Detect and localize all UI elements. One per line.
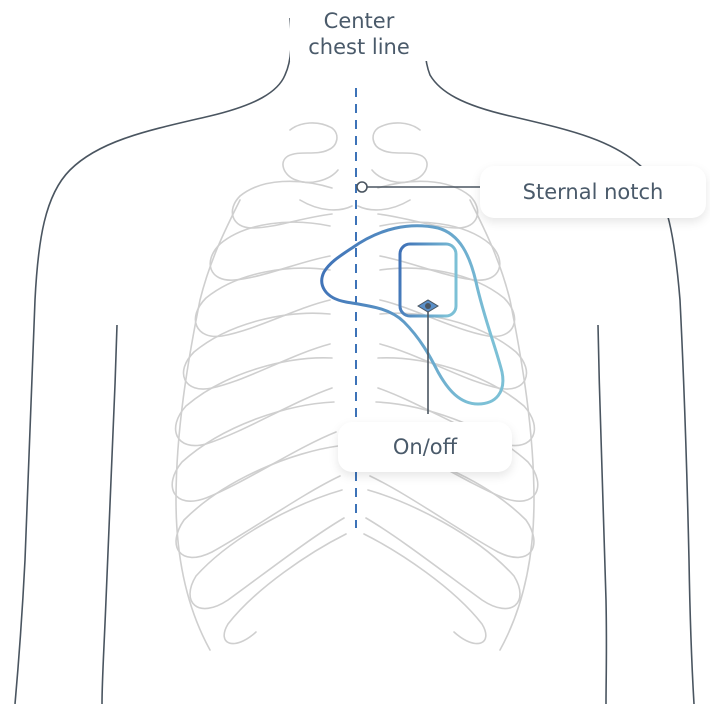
on-off-label: On/off xyxy=(338,422,512,472)
on-off-label-box: On/off xyxy=(338,422,512,472)
arm-left xyxy=(102,325,117,704)
sternal-notch-label: Sternal notch xyxy=(480,166,706,218)
clavicle-left xyxy=(283,123,338,182)
sternal-notch-label-box: Sternal notch xyxy=(480,166,706,218)
clavicle-right xyxy=(372,123,427,182)
center-label-line-2: chest line xyxy=(290,34,428,60)
sternal-notch-callout xyxy=(357,182,484,192)
center-label-line-1: Center xyxy=(290,8,428,34)
neck-right xyxy=(425,18,694,704)
center-chest-line-label: Center chest line xyxy=(290,8,428,61)
sternal-notch-marker xyxy=(357,182,367,192)
torso-outline xyxy=(15,18,694,704)
arm-right xyxy=(598,325,606,704)
